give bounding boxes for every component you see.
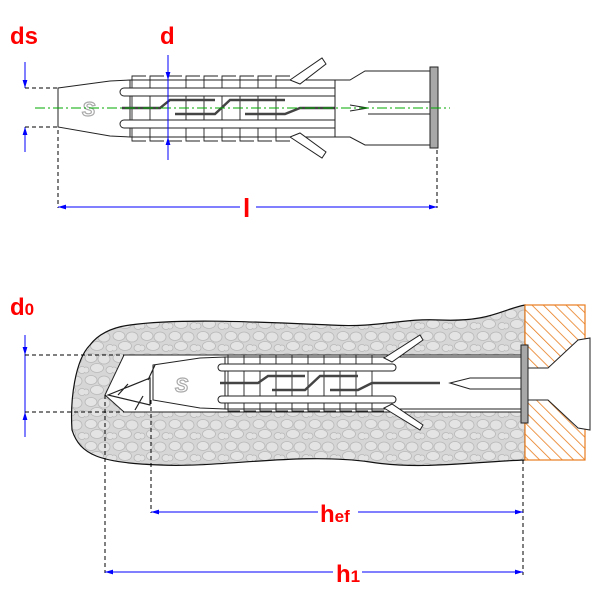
screw xyxy=(106,364,156,411)
plug-flange xyxy=(520,344,529,424)
hef-label: hef xyxy=(320,501,350,528)
brand-logo: S xyxy=(175,375,189,397)
l-dimension xyxy=(57,130,438,210)
brand-logo: S xyxy=(82,99,96,121)
h1-label: h1 xyxy=(336,561,360,588)
plug-fins xyxy=(382,334,424,431)
l-label: l xyxy=(243,193,250,223)
d0-label: d0 xyxy=(10,294,34,321)
plug-fins xyxy=(288,57,327,159)
screw-head xyxy=(527,337,591,431)
expansion-wire xyxy=(122,98,345,116)
ds-label: ds xyxy=(10,23,38,50)
hef-dimension xyxy=(150,400,524,575)
d-label: d xyxy=(160,23,175,50)
expansion-wire xyxy=(220,374,440,392)
plug-tip xyxy=(152,356,226,410)
h1-dimension xyxy=(104,395,523,575)
top-plug-view: S ds d l xyxy=(10,23,450,223)
installed-plug-view: S d0 hef h1 xyxy=(10,294,591,588)
d0-dimension xyxy=(22,335,124,437)
